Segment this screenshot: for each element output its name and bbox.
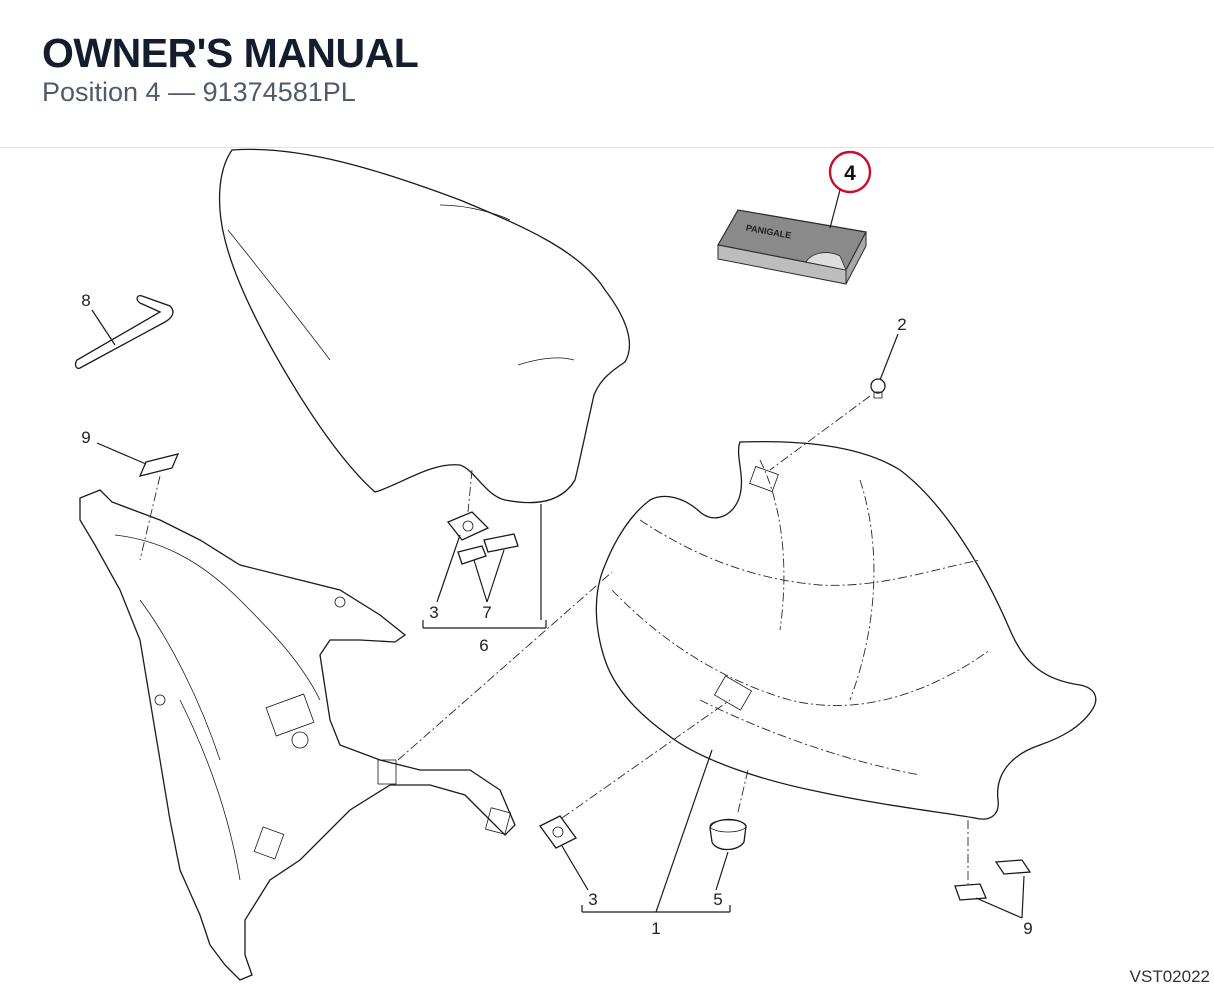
owners-manual-booklet: PANIGALE: [717, 209, 867, 285]
drawing-code: VST02022: [1130, 967, 1210, 986]
tail-frame-drawing: [79, 489, 516, 981]
callout-numbers: 2 8 9 3 7 6 3 5 1 9: [81, 291, 1032, 938]
callout-6: 6: [479, 636, 488, 655]
callout-8: 8: [81, 291, 90, 310]
rider-seat-drawing: [595, 440, 1097, 820]
hex-key-drawing: [74, 294, 174, 370]
page-header: OWNER'S MANUAL Position 4 — 91374581PL: [0, 0, 1214, 148]
highlight-number: 4: [844, 162, 856, 185]
part-number: 91374581PL: [202, 77, 356, 107]
leader-lines: [91, 189, 1025, 919]
page-title: OWNER'S MANUAL: [42, 30, 419, 76]
callout-9-right: 9: [1023, 919, 1032, 938]
page-subtitle: Position 4 — 91374581PL: [42, 77, 356, 108]
callout-1: 1: [651, 919, 660, 938]
callout-2: 2: [897, 315, 906, 334]
callout-7: 7: [482, 603, 491, 622]
callout-9-left: 9: [81, 428, 90, 447]
small-parts: [138, 378, 1032, 901]
callout-3-upper: 3: [429, 603, 438, 622]
position-label: Position 4: [42, 77, 161, 107]
highlight-callout-4: 4: [828, 150, 872, 194]
callout-5: 5: [713, 890, 722, 909]
subtitle-separator: —: [168, 77, 196, 107]
callout-3-lower: 3: [588, 890, 597, 909]
passenger-seat-drawing: [218, 148, 631, 504]
assembly-lines: [139, 395, 969, 884]
